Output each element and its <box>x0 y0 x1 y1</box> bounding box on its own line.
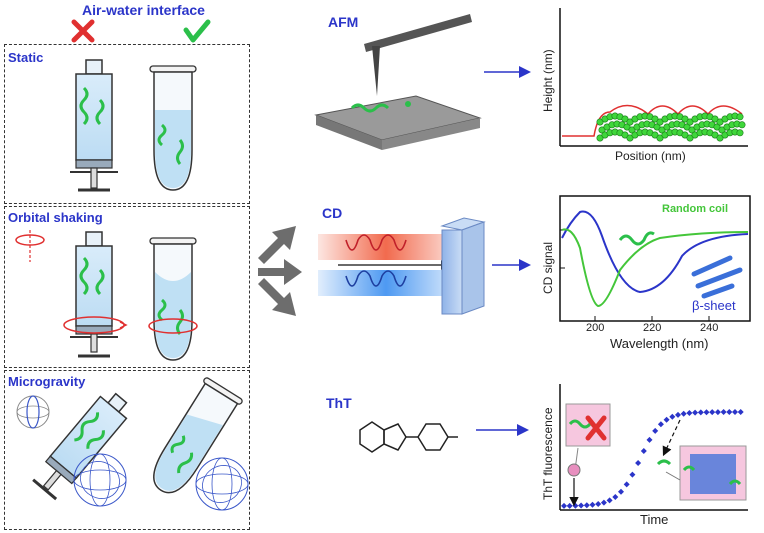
cd-plot <box>559 195 751 322</box>
tht-marker <box>561 502 567 509</box>
tht-marker <box>720 409 727 416</box>
tht-marker <box>697 409 704 416</box>
tht-marker <box>646 436 653 443</box>
tht-marker <box>703 409 710 416</box>
tht-marker <box>652 427 659 434</box>
tht-molecule <box>359 421 529 453</box>
tht-marker <box>600 499 607 506</box>
afm-plot <box>559 8 748 147</box>
fan-arrows <box>258 226 302 316</box>
clinostat-sphere-icon <box>16 395 249 511</box>
tht-xlabel: Time <box>640 512 669 527</box>
panel-orbital <box>4 206 250 368</box>
tht-marker <box>663 416 670 423</box>
cd-tick-220: 220 <box>643 322 662 334</box>
tht-marker <box>612 494 619 501</box>
tht-marker <box>692 409 699 416</box>
technique-cd-label: CD <box>322 205 343 221</box>
tht-marker <box>732 409 738 416</box>
tht-marker <box>583 502 590 509</box>
syringe-static <box>70 59 118 192</box>
tht-marker <box>572 502 579 509</box>
afm-dot <box>738 121 746 129</box>
panel-orbital-label: Orbital shaking <box>8 210 103 225</box>
tht-marker <box>606 497 613 504</box>
tht-ylabel: ThT fluorescence <box>541 407 555 501</box>
tht-marker <box>675 411 681 418</box>
cross-icon <box>71 19 95 43</box>
tht-marker <box>589 501 596 508</box>
cd-instrument <box>318 217 531 315</box>
afm-xlabel: Position (nm) <box>615 149 686 163</box>
syringe-orbital <box>63 231 128 358</box>
tht-marker <box>566 502 573 509</box>
tube-static <box>149 65 197 191</box>
cd-curve-beta <box>561 210 749 294</box>
panel-microgravity <box>4 370 250 530</box>
cd-curve-coil <box>561 228 749 308</box>
cd-ylabel: CD signal <box>541 241 555 294</box>
afm-dot <box>736 113 744 121</box>
tht-marker <box>640 447 647 454</box>
tht-marker <box>578 502 585 509</box>
panel-static <box>4 44 250 204</box>
panel-microgravity-label: Microgravity <box>8 374 86 389</box>
tht-marker <box>686 410 693 417</box>
tht-marker <box>737 409 744 416</box>
technique-tht-label: ThT <box>326 395 352 411</box>
syringe-microgravity <box>32 392 128 501</box>
tht-marker <box>635 460 642 467</box>
rotation-icon <box>15 230 45 262</box>
tube-orbital <box>148 237 198 361</box>
cd-xlabel: Wavelength (nm) <box>610 336 709 351</box>
afm-instrument <box>314 14 531 150</box>
afm-fibril-dots <box>596 112 746 142</box>
tht-marker <box>714 409 721 416</box>
panel-static-label: Static <box>8 50 44 65</box>
tht-marker <box>726 409 733 416</box>
tht-marker <box>709 409 716 416</box>
beta-sheet-label: β-sheet <box>692 298 736 313</box>
tht-marker <box>618 488 624 495</box>
cd-tick-200: 200 <box>586 322 605 334</box>
random-coil-label: Random coil <box>662 203 729 215</box>
tht-marker <box>623 481 630 488</box>
tht-marker <box>595 500 602 507</box>
tht-marker <box>629 471 636 478</box>
cd-tick-240: 240 <box>700 322 719 334</box>
tht-marker <box>669 413 676 420</box>
tht-marker <box>657 421 664 428</box>
tht-marker <box>680 410 687 417</box>
check-icon <box>183 19 211 43</box>
tht-plot <box>559 384 748 511</box>
tube-microgravity <box>153 377 243 494</box>
random-coil-glyph <box>618 231 655 246</box>
technique-afm-label: AFM <box>328 14 359 30</box>
afm-dot <box>736 129 744 137</box>
afm-ylabel: Height (nm) <box>541 49 555 112</box>
beta-sheet-glyph <box>691 255 743 299</box>
header-title: Air-water interface <box>82 2 205 18</box>
